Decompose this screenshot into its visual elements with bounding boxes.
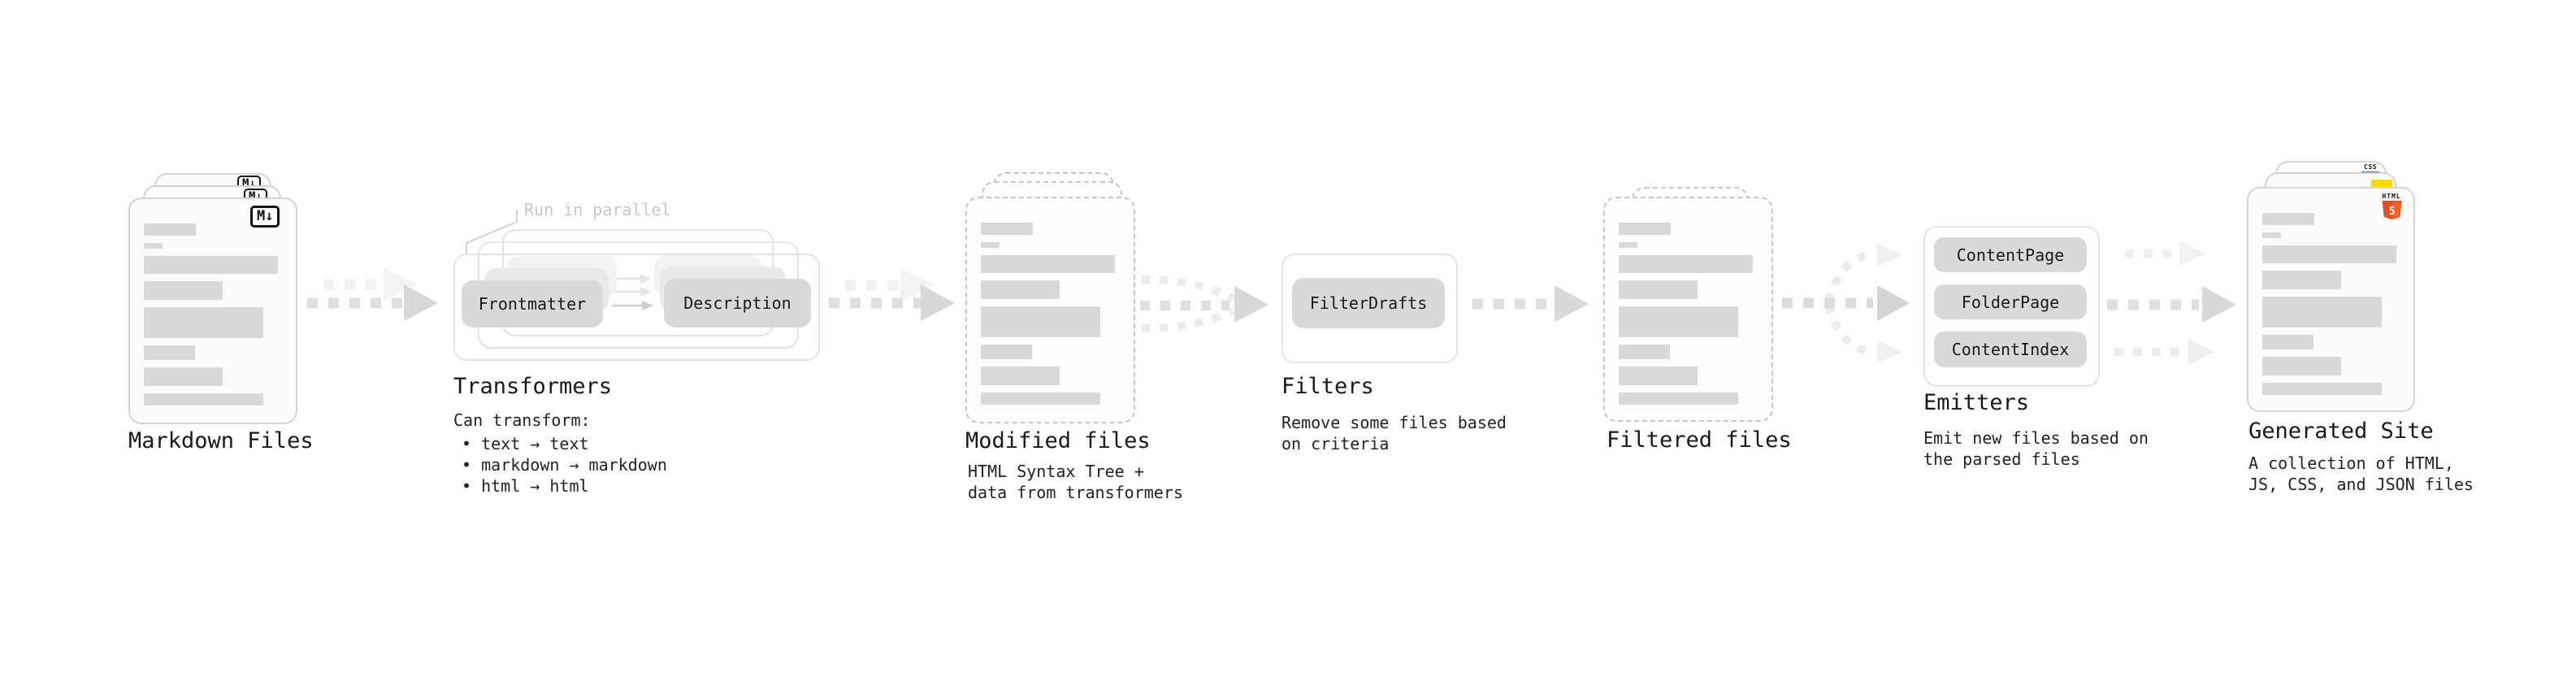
placeholder-bar: [981, 255, 1115, 273]
transformers-bullet: • html → html: [462, 476, 589, 496]
generated-site-description: A collection of HTML,: [2249, 453, 2454, 473]
run-in-parallel-annotation: Run in parallel: [524, 200, 671, 219]
placeholder-bar: [2262, 335, 2314, 349]
placeholder-bar: [981, 223, 1033, 235]
markdown-file-card-front: M↓: [128, 197, 297, 424]
transformers-bullet: • text → text: [462, 434, 589, 453]
transformers-bullet: • markdown → markdown: [462, 455, 667, 475]
file-content-placeholder: [2262, 213, 2396, 395]
transformers-label: Transformers: [453, 374, 613, 399]
placeholder-bar: [144, 367, 223, 386]
filterdrafts-pill: FilterDrafts: [1292, 278, 1445, 328]
flow-arrow-filtered-to-emitters: [1782, 244, 1910, 363]
placeholder-bar: [144, 307, 263, 338]
file-content-placeholder: [1619, 223, 1753, 405]
placeholder-bar: [2262, 232, 2281, 238]
placeholder-bar: [1619, 280, 1698, 299]
description-pill: Description: [664, 279, 811, 327]
placeholder-bar: [1619, 345, 1670, 359]
modified-files-description: HTML Syntax Tree +: [968, 462, 1144, 481]
placeholder-bar: [981, 393, 1100, 405]
transformers-subheading: Can transform:: [453, 410, 591, 430]
placeholder-bar: [1619, 393, 1738, 405]
placeholder-bar: [2262, 357, 2341, 375]
placeholder-bar: [1619, 242, 1637, 248]
placeholder-bar: [2262, 213, 2314, 225]
emitters-label: Emitters: [1923, 390, 2030, 415]
flow-arrow-emitters-to-generated: [2107, 241, 2236, 365]
contentpage-pill: ContentPage: [1934, 237, 2087, 272]
placeholder-bar: [1619, 367, 1698, 385]
placeholder-bar: [981, 345, 1032, 359]
file-content-placeholder: [144, 223, 278, 406]
transformer-box-front: [453, 254, 820, 361]
placeholder-bar: [981, 280, 1060, 299]
flow-arrow-markdown-to-transformers: [307, 267, 438, 321]
flow-arrow-modified-to-filters: [1140, 275, 1268, 332]
svg-text:5: 5: [2388, 206, 2395, 218]
placeholder-bar: [144, 243, 163, 249]
placeholder-bar: [2262, 271, 2341, 289]
placeholder-bar: [981, 242, 1000, 248]
html5-icon: HTML 5: [2381, 193, 2402, 222]
generated-file-card-front: HTML 5: [2247, 187, 2415, 412]
filtered-files-label: Filtered files: [1607, 427, 1792, 453]
html5-icon-label: HTML: [2382, 193, 2401, 200]
filtered-file-card-front: [1603, 197, 1773, 422]
placeholder-bar: [981, 367, 1060, 385]
placeholder-bar: [1619, 223, 1671, 235]
markdown-icon: M↓: [250, 206, 280, 228]
generated-site-label: Generated Site: [2249, 419, 2434, 444]
flow-arrow-filters-to-filtered: [1472, 285, 1589, 322]
contentindex-pill: ContentIndex: [1934, 332, 2087, 367]
generated-site-description: JS, CSS, and JSON files: [2249, 475, 2474, 494]
placeholder-bar: [1619, 306, 1738, 337]
emitters-description: Emit new files based on: [1923, 428, 2149, 448]
emitters-description: the parsed files: [1923, 449, 2080, 469]
html5-shield: 5: [2382, 201, 2401, 219]
modified-files-label: Modified files: [965, 428, 1151, 453]
markdown-files-label: Markdown Files: [128, 428, 314, 453]
placeholder-bar: [2262, 245, 2396, 263]
placeholder-bar: [1619, 255, 1753, 273]
modified-files-description: data from transformers: [968, 483, 1183, 502]
placeholder-bar: [144, 345, 195, 360]
filters-description: on criteria: [1281, 434, 1390, 453]
file-content-placeholder: [981, 223, 1115, 405]
flow-arrow-transformers-to-modified: [829, 268, 955, 321]
placeholder-bar: [2262, 297, 2382, 327]
placeholder-bar: [144, 256, 278, 274]
placeholder-bar: [144, 281, 223, 300]
placeholder-bar: [144, 223, 196, 236]
placeholder-bar: [981, 306, 1100, 337]
placeholder-bar: [144, 393, 263, 406]
frontmatter-pill: Frontmatter: [462, 280, 603, 327]
placeholder-bar: [2262, 383, 2382, 395]
css-icon-label: CSS: [2364, 163, 2377, 171]
folderpage-pill: FolderPage: [1934, 284, 2087, 319]
modified-file-card-front: [965, 197, 1135, 423]
filters-description: Remove some files based: [1281, 413, 1507, 432]
filters-label: Filters: [1281, 374, 1374, 399]
